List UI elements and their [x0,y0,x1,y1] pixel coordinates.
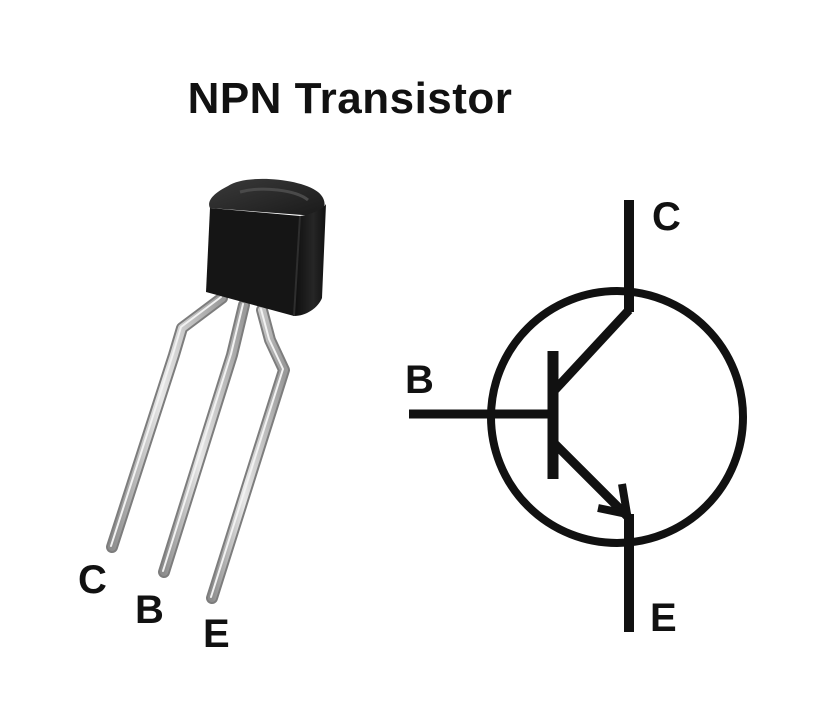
collector-diagonal [549,306,633,396]
emitter-arrow [597,483,632,520]
symbol-pin-label-emitter: E [650,596,677,640]
npn-symbol [409,200,747,632]
symbol-pin-label-collector: C [652,195,681,239]
package-pin-label-emitter: E [203,612,230,656]
emitter-diagonal [549,438,633,522]
package-pin-label-base: B [135,588,164,632]
lead-emitter [206,304,290,604]
package-pin-label-collector: C [78,558,107,602]
to92-package [106,178,326,604]
lead-base [158,299,250,578]
page-title: NPN Transistor [187,74,513,123]
package-body [206,178,326,317]
lead-collector [106,292,228,553]
symbol-pin-label-base: B [405,358,434,402]
